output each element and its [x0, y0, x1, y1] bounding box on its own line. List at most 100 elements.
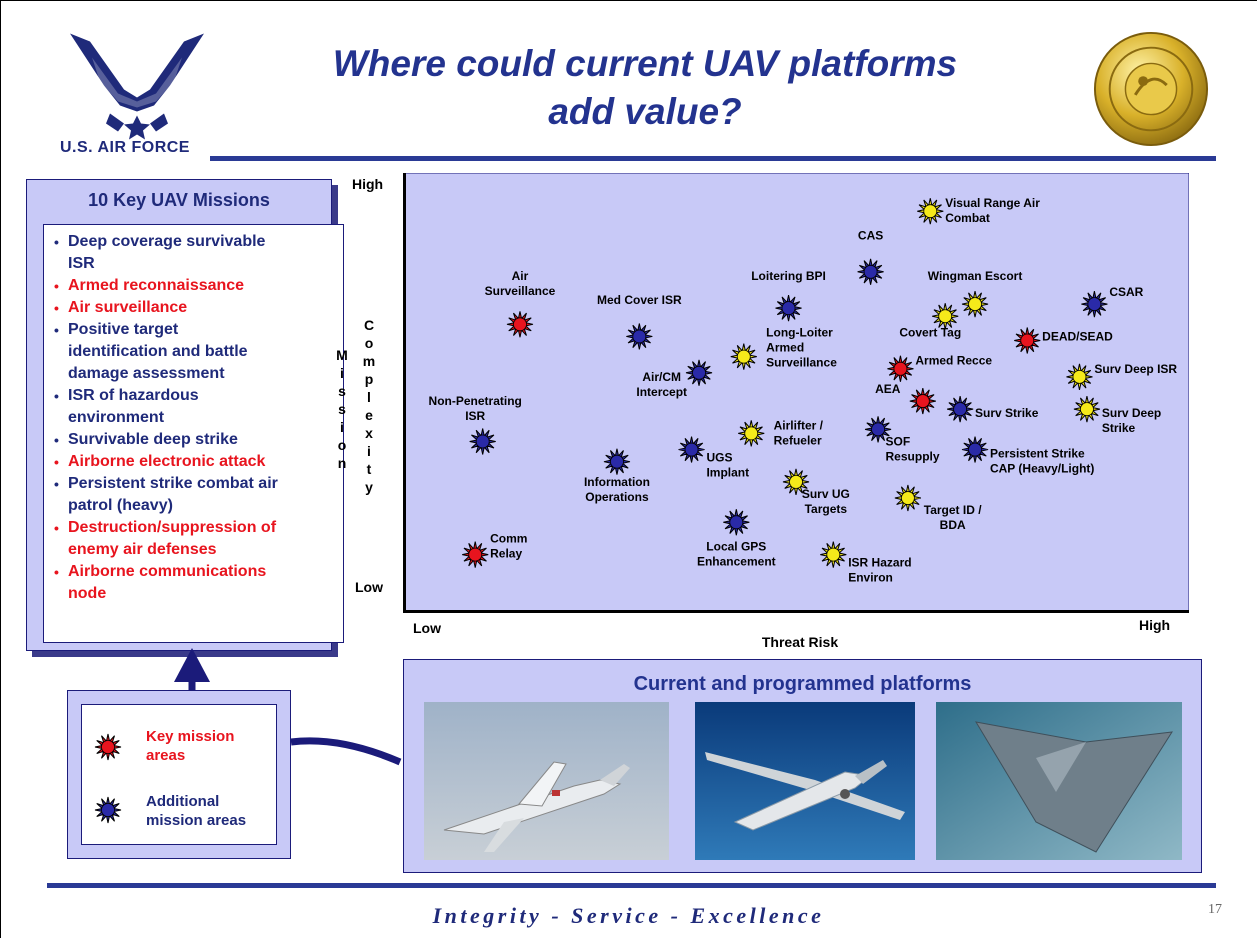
- y-axis-letter: s: [338, 383, 346, 399]
- mission-point-label: CAS: [858, 228, 883, 242]
- legend-additional-mission: Additional mission areas: [146, 792, 246, 830]
- mission-point-label-line: SOF: [886, 435, 911, 449]
- mission-star-marker: [932, 303, 959, 330]
- y-axis-letter: t: [366, 461, 372, 477]
- mission-star-marker: [1014, 327, 1041, 354]
- y-axis-letter: M: [336, 347, 348, 363]
- mission-item-line: Deep coverage survivable: [68, 233, 266, 250]
- mission-item-line: Survivable deep strike: [68, 431, 238, 448]
- mission-star-marker: [864, 416, 892, 443]
- mission-point-label-line: Surv Strike: [975, 406, 1039, 420]
- mission-item-line: enemy air defenses: [68, 541, 217, 558]
- mission-point-label: Armed Recce: [915, 354, 992, 368]
- mission-star-marker: [775, 295, 802, 322]
- x-axis-low: Low: [413, 620, 441, 636]
- mission-point-label-line: Persistent Strike: [990, 447, 1085, 461]
- mission-item-line: Air surveillance: [68, 299, 188, 316]
- connector-arrows: [174, 648, 402, 766]
- mission-star-marker: [961, 436, 989, 463]
- mission-point-label-line: Local GPS: [706, 540, 766, 554]
- legend-add-line-2: mission areas: [146, 812, 247, 829]
- mission-point-label-line: Air: [512, 269, 529, 283]
- mission-item: Air surveillance: [54, 297, 341, 319]
- y-axis-low: Low: [355, 579, 383, 595]
- mission-point-label-line: Comm: [490, 531, 527, 545]
- mission-item-line: patrol (heavy): [68, 497, 173, 514]
- footer-rule: [47, 883, 1216, 888]
- key-missions-list: Deep coverage survivableISRArmed reconna…: [43, 224, 344, 643]
- y-axis-letter: i: [340, 419, 344, 435]
- y-axis-letter: l: [367, 389, 371, 405]
- mission-item-line: Positive target: [68, 321, 179, 338]
- platforms-panel: Current and programmed platforms: [403, 659, 1202, 873]
- mission-point-label-line: CAS: [858, 228, 883, 242]
- mission-item-line: damage assessment: [68, 365, 225, 382]
- mission-star-marker: [738, 420, 765, 447]
- mission-point-label-line: Implant: [706, 466, 749, 480]
- blue-star-icon: [94, 796, 122, 824]
- platforms-title: Current and programmed platforms: [633, 673, 972, 695]
- mission-point-label-line: Targets: [805, 502, 848, 516]
- logo-text: U.S. AIR FORCE: [60, 139, 190, 156]
- mission-point-label-line: Armed Recce: [915, 354, 992, 368]
- mission-item-line: Persistent strike combat air: [68, 475, 278, 492]
- mission-star-marker: [894, 484, 922, 512]
- mission-star-marker: [1073, 396, 1101, 423]
- mission-point-label: Airlifter /Refueler: [774, 418, 824, 447]
- mission-point-label-line: Environ: [848, 571, 893, 585]
- mission-item-line: Armed reconnaissance: [68, 277, 245, 294]
- mission-star-marker: [1066, 363, 1093, 390]
- y-axis-letter: s: [338, 401, 346, 417]
- mission-point-label-line: Airlifter /: [774, 418, 824, 432]
- mission-point-label-line: Non-Penetrating: [429, 394, 522, 408]
- mission-point-label-line: Surveillance: [766, 355, 837, 369]
- mission-point-label-line: Strike: [1102, 421, 1136, 435]
- mission-item: Airborne electronic attack: [54, 451, 341, 473]
- legend-inner: Key mission areas Additional mission are…: [81, 704, 277, 845]
- y-axis-letter: y: [365, 479, 373, 495]
- mission-point-label-line: DEAD/SEAD: [1042, 329, 1113, 343]
- y-axis-letter: n: [337, 455, 347, 471]
- mission-point-label-line: Surveillance: [485, 284, 556, 298]
- mission-star-marker: [857, 258, 884, 285]
- mission-item-line: Airborne electronic attack: [68, 453, 266, 470]
- y-axis-letter: e: [365, 407, 373, 423]
- y-axis-letter: m: [362, 353, 376, 369]
- chart-plot-area: [403, 173, 1189, 613]
- mission-star-marker: [961, 291, 989, 318]
- mission-point-label-line: Surv UG: [802, 487, 850, 501]
- mission-point-label: AEA: [875, 382, 901, 396]
- mission-star-marker: [506, 311, 534, 338]
- mission-point-label: Med Cover ISR: [597, 293, 682, 307]
- mission-star-marker: [887, 355, 914, 382]
- footer-motto: Integrity - Service - Excellence: [432, 903, 825, 928]
- mission-item: Armed reconnaissance: [54, 275, 341, 297]
- mission-point-label-line: Loitering BPI: [751, 269, 826, 283]
- mission-star-marker: [782, 468, 810, 495]
- mission-point-label-line: Armed: [766, 340, 804, 354]
- mission-point-label-line: Information: [584, 475, 650, 489]
- title-line-1: Where could current UAV platforms: [332, 43, 958, 84]
- y-axis-letter: o: [337, 437, 347, 453]
- ucav-photo: [936, 702, 1182, 860]
- mission-star-marker: [462, 541, 489, 568]
- mission-point-label: Wingman Escort: [928, 269, 1023, 283]
- air-force-logo: [70, 33, 204, 140]
- mission-star-marker: [678, 436, 705, 463]
- legend-key-line-1: Key mission: [146, 728, 235, 745]
- page-number: 17: [1208, 902, 1222, 917]
- header-rule: [210, 156, 1216, 161]
- mission-point-label-line: CSAR: [1109, 285, 1143, 299]
- mission-star-marker: [917, 198, 944, 225]
- legend-add-line-1: Additional: [146, 793, 220, 810]
- mission-item-line: ISR of hazardous: [68, 387, 199, 404]
